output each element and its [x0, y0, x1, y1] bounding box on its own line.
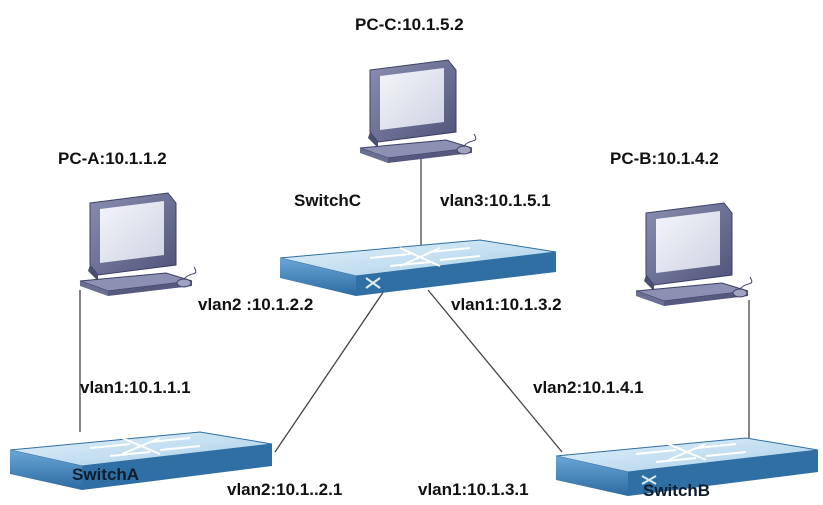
pc-b-computer-icon: [635, 202, 753, 306]
pc-c-computer-icon: [359, 59, 477, 163]
switch-a-label: SwitchA: [72, 465, 140, 484]
pc-b-label: PC-B:10.1.4.2: [610, 149, 719, 168]
switch-c-vlan1-label: vlan1:10.1.3.2: [451, 295, 562, 314]
switch-c-label: SwitchC: [294, 191, 362, 210]
link-switch-c-switch-b: [427, 289, 563, 453]
switch-b-label: SwitchB: [643, 481, 711, 500]
pc-a-computer-icon: [79, 192, 197, 296]
pc-a-label: PC-A:10.1.1.2: [58, 149, 167, 168]
link-group: [79, 152, 750, 453]
switch-c-vlan3-label: vlan3:10.1.5.1: [440, 191, 551, 210]
link-switch-c-switch-a: [274, 287, 387, 453]
pc-c-label: PC-C:10.1.5.2: [355, 15, 464, 34]
switch-c-vlan2-label: vlan2 :10.1.2.2: [198, 295, 314, 314]
switch-a-vlan1-label: vlan1:10.1.1.1: [80, 378, 191, 397]
switch-b-vlan1-label: vlan1:10.1.3.1: [418, 480, 529, 499]
switch-b-icon: [555, 437, 819, 496]
switch-a-vlan2-label: vlan2:10.1..2.1: [227, 480, 343, 499]
switch-a-icon: [9, 431, 273, 490]
switch-b-vlan2-label: vlan2:10.1.4.1: [533, 378, 644, 397]
switch-c-icon: [279, 239, 557, 296]
